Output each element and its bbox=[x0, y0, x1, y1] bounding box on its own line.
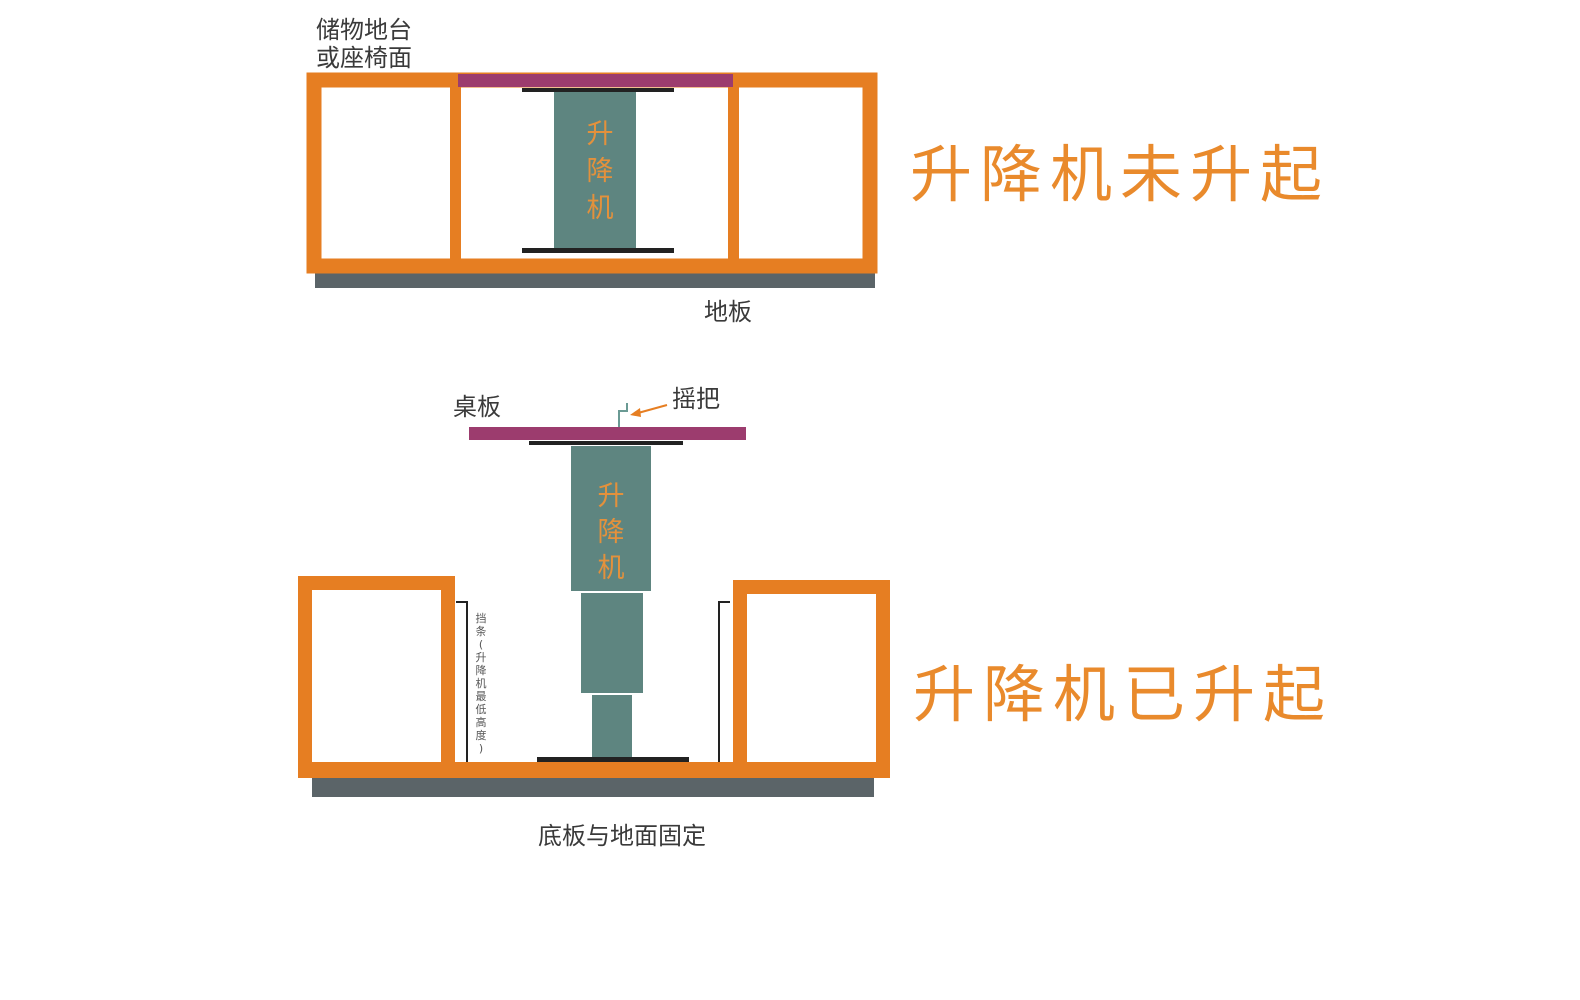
bottom-lift-char-2: 降 bbox=[598, 517, 625, 548]
state-title-retracted: 升降机未升起 bbox=[910, 138, 1330, 211]
bottom-upper-plate bbox=[529, 441, 683, 445]
desk-board bbox=[469, 427, 746, 440]
crank-arrow bbox=[637, 404, 668, 414]
crank-handle-icon bbox=[618, 403, 628, 427]
svg-text:挡: 挡 bbox=[476, 611, 487, 625]
storage-label-line1: 储物地台 bbox=[316, 16, 412, 44]
base-label: 底板与地面固定 bbox=[538, 822, 706, 850]
floor-label: 地板 bbox=[704, 298, 752, 326]
top-lift-char-3: 机 bbox=[587, 193, 614, 224]
svg-text:低: 低 bbox=[476, 703, 487, 716]
svg-text:高: 高 bbox=[476, 715, 487, 729]
bottom-lower-plate bbox=[537, 757, 689, 762]
top-deck bbox=[458, 74, 733, 87]
lift-stage-1 bbox=[571, 446, 651, 591]
right-stop-strip bbox=[718, 601, 730, 762]
bottom-lift-char-1: 升 bbox=[598, 481, 625, 512]
storage-label-line2: 或座椅面 bbox=[316, 44, 412, 72]
state-title-raised: 升降机已升起 bbox=[913, 658, 1333, 731]
top-lift-column bbox=[554, 92, 636, 248]
stop-strip-note: 挡 条 ( 升 降 机 最 低 高 度 ) bbox=[476, 611, 487, 755]
svg-text:度: 度 bbox=[476, 728, 487, 742]
top-diagram: 升 降 机 储物地台 或座椅面 地板 升降机未升起 bbox=[306, 16, 1330, 326]
svg-text:升: 升 bbox=[476, 651, 487, 664]
top-upper-plate bbox=[522, 88, 674, 92]
svg-text:降: 降 bbox=[476, 663, 487, 677]
bottom-diagram: 挡 条 ( 升 降 机 最 低 高 度 ) 升 降 机 桌板 摇把 底板与地面固… bbox=[298, 385, 1333, 850]
left-stop-strip bbox=[456, 601, 468, 762]
top-divider-right bbox=[728, 80, 739, 266]
svg-text:机: 机 bbox=[476, 676, 487, 690]
top-lower-plate bbox=[522, 248, 674, 253]
bottom-floor bbox=[312, 776, 874, 797]
top-divider-left bbox=[450, 80, 461, 266]
bottom-left-box bbox=[298, 576, 455, 776]
svg-text:最: 最 bbox=[476, 690, 487, 703]
top-lift-char-2: 降 bbox=[587, 156, 614, 187]
svg-text:(: ( bbox=[479, 638, 483, 651]
top-lift-char-1: 升 bbox=[587, 119, 614, 150]
bottom-right-box bbox=[733, 580, 890, 776]
lift-stage-2 bbox=[581, 593, 643, 693]
bottom-lift-char-3: 机 bbox=[598, 553, 625, 584]
desk-label: 桌板 bbox=[453, 393, 501, 421]
lift-stage-3 bbox=[592, 695, 632, 757]
svg-text:): ) bbox=[479, 742, 483, 755]
crank-label: 摇把 bbox=[672, 385, 720, 413]
svg-text:条: 条 bbox=[476, 624, 487, 638]
crank-arrowhead-icon bbox=[630, 408, 641, 417]
